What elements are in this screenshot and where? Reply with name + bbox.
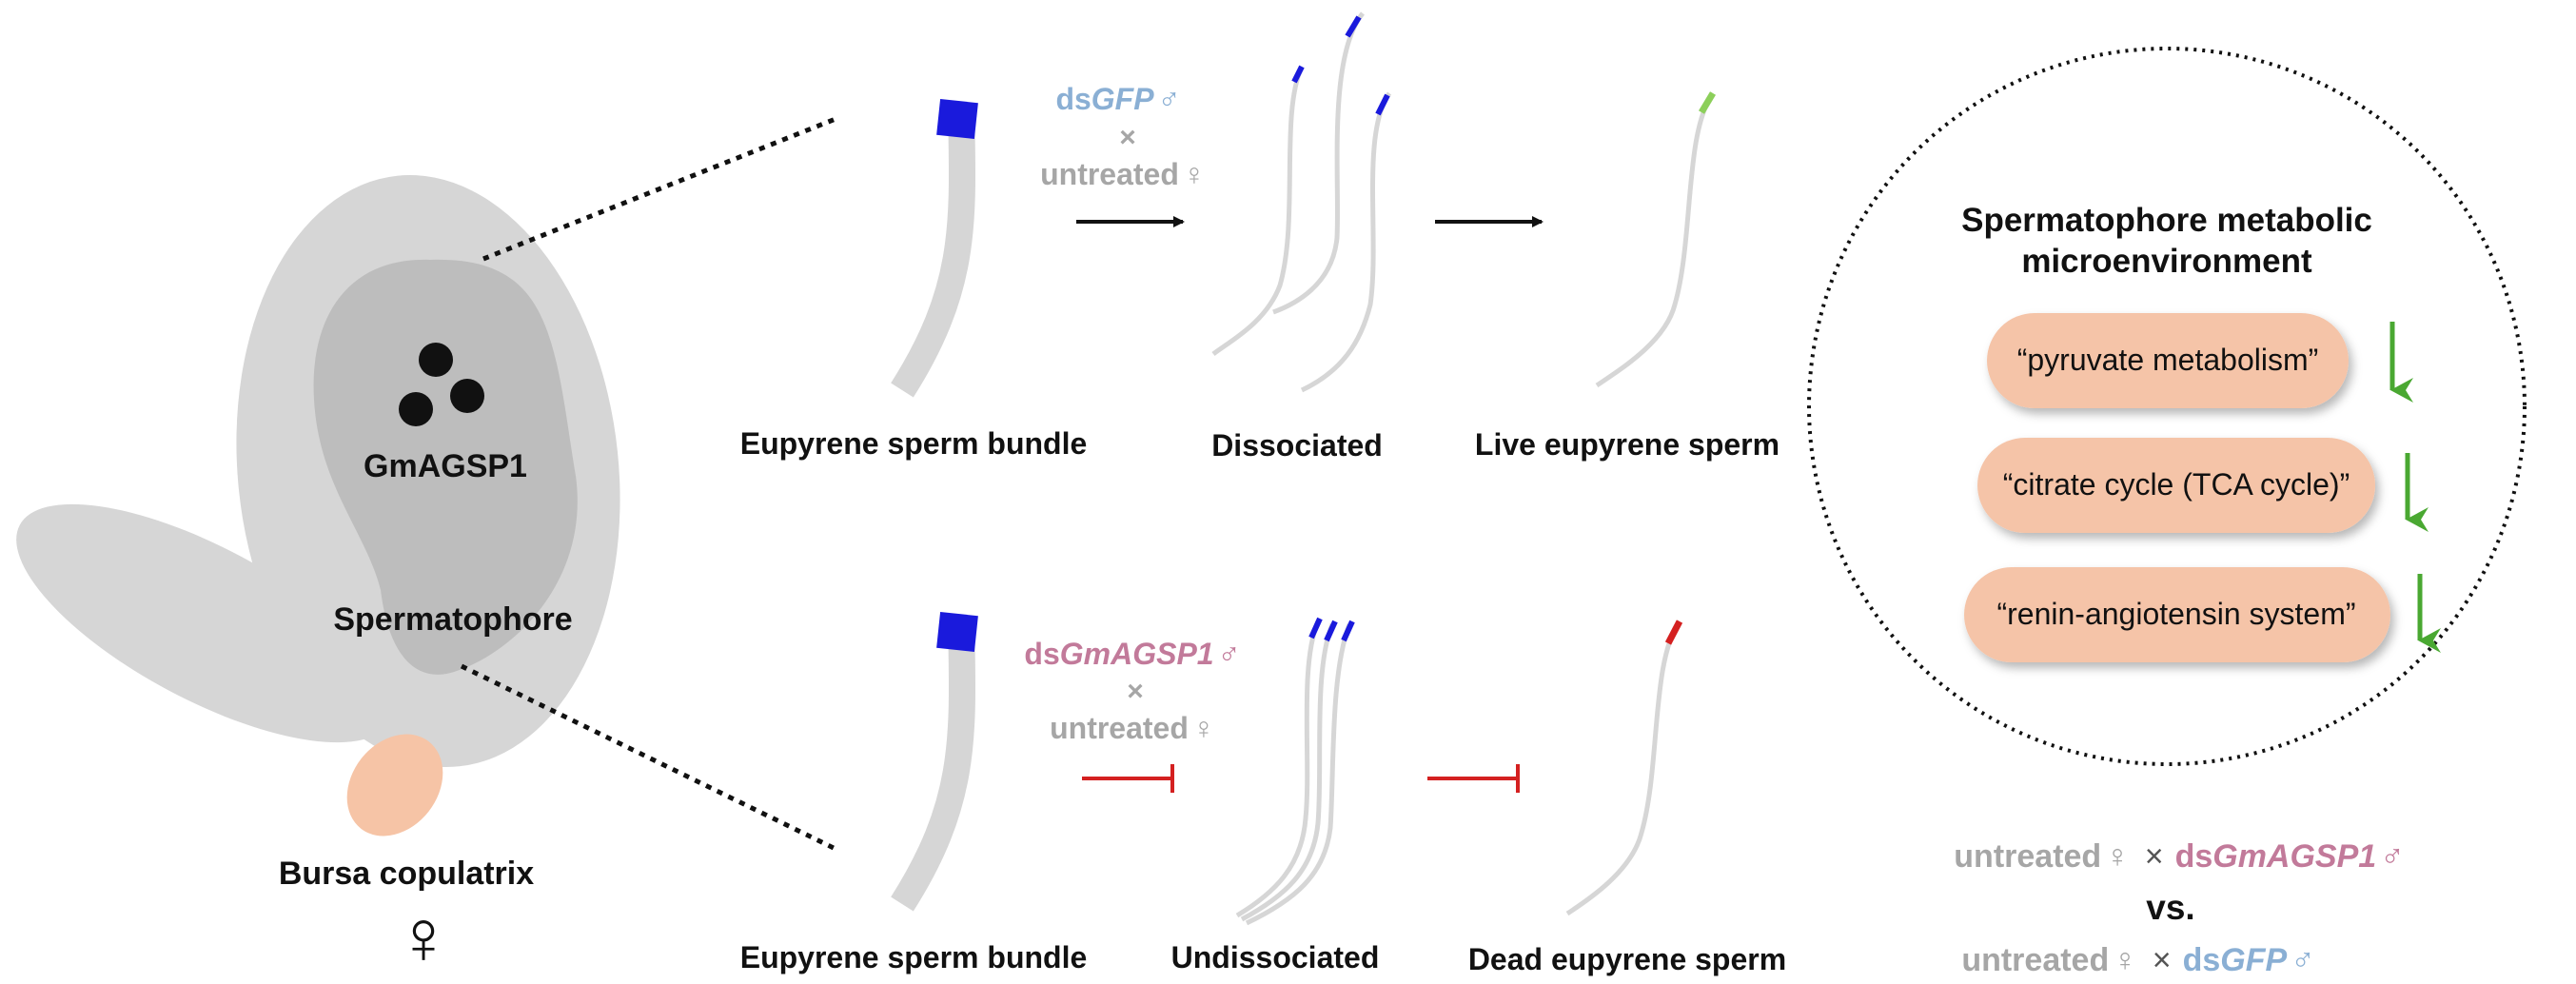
undissociated-head <box>1308 617 1323 640</box>
male-symbol: ♂ <box>1218 637 1241 671</box>
female-symbol: ♀ <box>2105 838 2130 875</box>
cross-male-prefix: ds <box>1024 637 1059 671</box>
undissociated-label: Undissociated <box>1171 940 1380 974</box>
cross-male-gene: GmAGSP1 <box>1060 637 1214 671</box>
metabolic-boundary <box>1807 47 2527 766</box>
dissociated-label: Dissociated <box>1211 428 1383 462</box>
metabolic-title-line1: Spermatophore metabolic <box>1961 202 2372 239</box>
dissociated-head <box>1291 65 1305 84</box>
cross-male: dsGmAGSP1♂ <box>1024 637 1240 671</box>
bundle-label: Eupyrene sperm bundle <box>740 940 1088 974</box>
male-symbol: ♂ <box>2291 942 2315 978</box>
female-symbol: ♀ <box>1192 711 1215 745</box>
comparison-line2: untreated♀ × dsGFP♂ <box>1961 942 2314 978</box>
zoom-line-top <box>482 116 836 262</box>
live-sperm-label: Live eupyrene sperm <box>1475 427 1780 462</box>
inhibit-symbol <box>1427 764 1520 793</box>
dead-sperm <box>1565 620 1682 916</box>
dissociated-sperm <box>1272 11 1365 315</box>
female-label: untreated <box>1961 942 2109 978</box>
male-symbol: ♂ <box>1158 82 1181 116</box>
cross-male-prefix: ds <box>1055 82 1091 116</box>
male-gene: GFP <box>2220 942 2287 978</box>
vs-label: vs. <box>2146 888 2194 927</box>
female-symbol: ♀ <box>1183 157 1206 191</box>
pathway-pill: “citrate cycle (TCA cycle)” <box>1977 438 2375 533</box>
female-symbol: ♀ <box>2113 942 2137 978</box>
comparison-line1: untreated♀ × dsGmAGSP1♂ <box>1954 838 2404 875</box>
dead-sperm-label: Dead eupyrene sperm <box>1468 942 1786 976</box>
dot <box>399 392 433 426</box>
sperm-bundle <box>891 104 976 398</box>
live-sperm <box>1595 91 1716 388</box>
male-prefix: ds <box>2175 838 2213 875</box>
dissociated-sperm <box>1300 91 1392 393</box>
dead-sperm-head <box>1664 620 1683 645</box>
times: × <box>2153 942 2172 978</box>
dissociated-head <box>1375 93 1390 116</box>
cross-female: untreated♀ <box>1050 711 1215 745</box>
undissociated-sperm <box>1245 623 1352 926</box>
dot <box>419 343 453 377</box>
accessory-gland-lobe <box>16 503 393 743</box>
top-row: Eupyrene sperm bundle dsGFP♂ × untreated… <box>740 11 1780 462</box>
bursa-copulatrix-shape <box>346 734 443 836</box>
dissociated-head <box>1345 15 1362 38</box>
metabolic-title-line2: microenvironment <box>2021 243 2312 280</box>
undissociated-head <box>1341 620 1355 642</box>
cross-male: dsGFP♂ <box>1055 82 1180 116</box>
live-sperm-head <box>1698 91 1717 114</box>
bundle-label: Eupyrene sperm bundle <box>740 426 1088 461</box>
sperm-bundle <box>891 616 976 912</box>
undissociated-head <box>1324 620 1338 642</box>
cross-times: × <box>1119 122 1136 153</box>
pathway-label: “renin-angiotensin system” <box>1996 597 2355 631</box>
bursa-copulatrix-label: Bursa copulatrix <box>279 856 534 892</box>
spermatophore-shape <box>313 259 578 675</box>
pathway-label: “pyruvate metabolism” <box>2017 343 2319 377</box>
bottom-row: Eupyrene sperm bundle dsGmAGSP1♂ × untre… <box>740 612 1786 976</box>
dissociated-sperm <box>1211 65 1305 356</box>
gene-label: GmAGSP1 <box>364 448 527 484</box>
female-label: untreated <box>1954 838 2101 875</box>
comparison-legend: untreated♀×dsGmAGSP1♂ vs. untreated♀×dsG… <box>1954 838 2404 978</box>
cross-male-gene: GFP <box>1091 82 1154 116</box>
times: × <box>2145 838 2164 875</box>
cross-female-label: untreated <box>1050 711 1189 745</box>
male-symbol: ♂ <box>2380 838 2405 875</box>
spermatophore-label: Spermatophore <box>333 601 572 638</box>
pathway-label: “citrate cycle (TCA cycle)” <box>2003 467 2350 502</box>
cross-times: × <box>1127 676 1144 707</box>
male-gene: GmAGSP1 <box>2212 838 2376 875</box>
metabolic-panel: Spermatophore metabolic microenvironment… <box>1807 47 2527 766</box>
pathway-pill: “renin-angiotensin system” <box>1964 567 2390 662</box>
bundle-head-blue <box>936 99 978 139</box>
female-symbol: ♀ <box>395 895 452 979</box>
zoom-line-bottom <box>460 663 837 852</box>
undissociated-sperm <box>1235 620 1321 918</box>
pathway-pill: “pyruvate metabolism” <box>1987 313 2349 408</box>
undissociated-sperm <box>1240 623 1335 922</box>
cross-female-label: untreated <box>1040 157 1179 191</box>
reproductive-organ: GmAGSP1 Spermatophore Bursa copulatrix ♀ <box>16 116 837 979</box>
inhibit-symbol <box>1082 764 1174 793</box>
bundle-head-blue <box>936 612 978 652</box>
dot <box>450 379 484 413</box>
cross-female: untreated♀ <box>1040 157 1206 191</box>
male-prefix: ds <box>2183 942 2221 978</box>
